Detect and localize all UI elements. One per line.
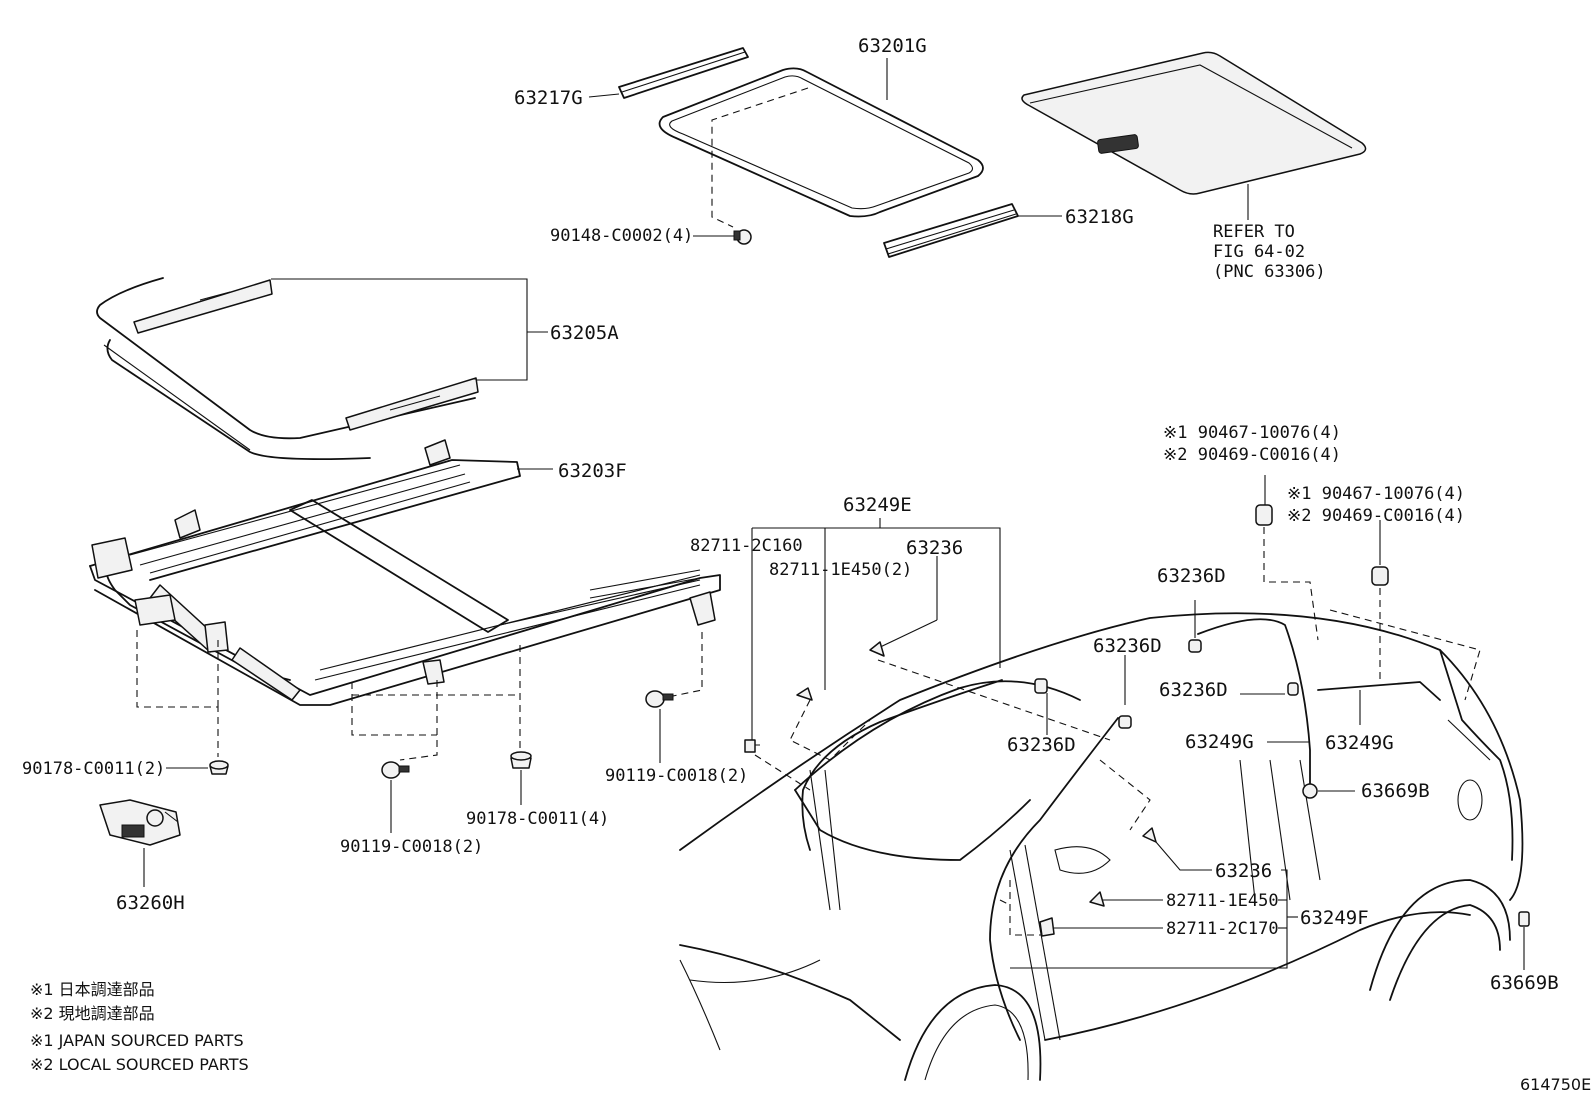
drain-hose-front-right [989,717,1119,1041]
label-63260h: 63260H [116,892,185,914]
label-63249g-b: 63249G [1325,732,1394,754]
label-refer-line1: REFER TO [1213,222,1295,242]
sunroof-glass-63201g [658,67,984,218]
label-63669b-b: 63669B [1490,972,1559,994]
label-82711-1e450-bottom: 82711-1E450 [1166,891,1279,911]
label-63201g: 63201G [858,35,927,57]
clip-63236d-icons [1034,504,1530,927]
label-63236d-a: 63236D [1157,565,1226,587]
label-63669b-a: 63669B [1361,780,1430,802]
label-63236-top: 63236 [906,537,963,559]
bolt-90119-right-icon [645,690,674,708]
figure-id: 614750E [1520,1075,1591,1094]
weatherstrip-63218g [883,203,1019,258]
drain-hose-front-left [801,679,1003,851]
label-63249g-a: 63249G [1185,731,1254,753]
label-90469-a: ※2 90469-C0016(4) [1163,445,1341,465]
label-63249f: 63249F [1300,907,1369,929]
label-82711-2c160: 82711-2C160 [690,536,803,556]
label-63217g: 63217G [514,87,583,109]
sunroof-housing-63205a [96,277,479,461]
label-90178-center: 90178-C0011(4) [466,809,609,829]
label-90119-center: 90119-C0018(2) [340,837,483,857]
label-90469-b: ※2 90469-C0016(4) [1287,506,1465,526]
label-90178-left: 90178-C0011(2) [22,759,165,779]
clip-82711-lower-icons [744,641,1157,937]
label-90119-right: 90119-C0018(2) [605,766,748,786]
vehicle-body-outline [679,612,1524,1081]
label-63236d-d: 63236D [1007,734,1076,756]
label-refer-line2: FIG 64-02 [1213,242,1305,262]
label-82711-2c170: 82711-2C170 [1166,919,1279,939]
bolt-90119-center-icon [381,761,410,779]
drain-hose-rear-left [1197,618,1311,791]
clip-90178-left-icon [209,760,229,775]
label-63236d-b: 63236D [1093,635,1162,657]
drain-hose-rear-right [1317,681,1441,701]
sunshade-panel [1021,51,1367,195]
clip-90178-center-icon [510,751,532,769]
sunroof-motor-63260h [99,799,181,846]
bolt-90148-icon [733,229,752,245]
weatherstrip-63217g [618,47,749,99]
note-local-sourced-jp: ※2 現地調達部品 [30,1004,155,1023]
label-refer-line3: (PNC 63306) [1213,262,1326,282]
note-japan-sourced-en: ※1 JAPAN SOURCED PARTS [30,1031,244,1050]
label-63236d-c: 63236D [1159,679,1228,701]
note-japan-sourced-jp: ※1 日本調達部品 [30,980,155,999]
sunroof-frame-63203f [89,439,721,706]
label-90467-b: ※1 90467-10076(4) [1287,484,1465,504]
label-90467-a: ※1 90467-10076(4) [1163,423,1341,443]
label-82711-1e450-top: 82711-1E450(2) [769,560,912,580]
label-63236-bottom: 63236 [1215,860,1272,882]
label-63205a: 63205A [550,322,619,344]
label-63203f: 63203F [558,460,627,482]
note-local-sourced-en: ※2 LOCAL SOURCED PARTS [30,1055,249,1074]
label-63218g: 63218G [1065,206,1134,228]
label-63249e: 63249E [843,494,912,516]
label-90148: 90148-C0002(4) [550,226,693,246]
